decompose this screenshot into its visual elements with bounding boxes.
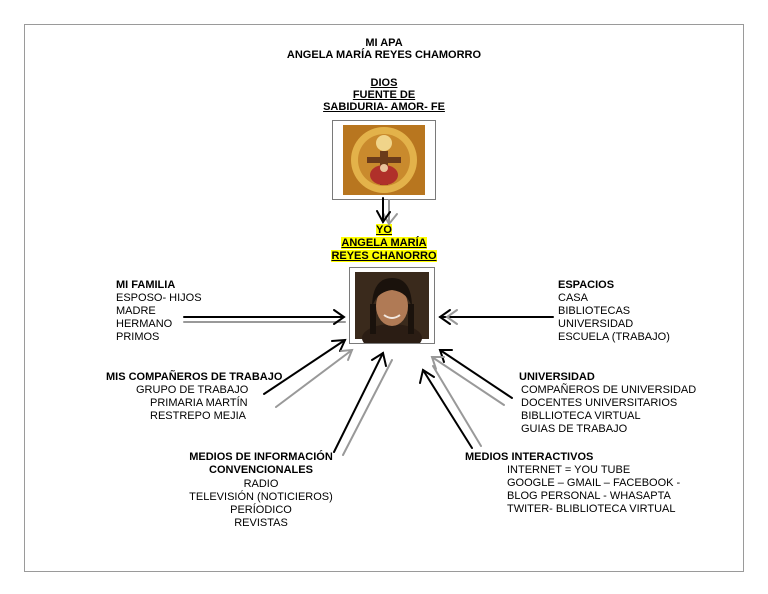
yo-name-1: ANGELA MARÍA (341, 237, 427, 249)
yo-name-2: REYES CHANORRO (331, 250, 437, 262)
dios-subtitle-1: FUENTE DE (352, 89, 416, 101)
companeros-item: PRIMARIA MARTÍN (150, 397, 248, 409)
medios-inter-item: GOOGLE – GMAIL – FACEBOOK - (507, 477, 681, 489)
medios-inter-item: TWITER- BLIBLIOTECA VIRTUAL (507, 503, 676, 515)
yo-image-frame (349, 267, 435, 352)
arrow-espacios-yo (438, 309, 554, 325)
medios-info-item: TELEVISIÓN (NOTICIEROS) (189, 491, 333, 503)
universidad-item: BIBLLIOTECA VIRTUAL (521, 410, 641, 422)
medios-info-heading-1: MEDIOS DE INFORMACIÓN (189, 451, 333, 463)
dios-label: DIOS (370, 77, 398, 89)
familia-item: HERMANO (116, 318, 173, 330)
medios-info-item: PERÍODICO (230, 504, 292, 516)
medios-info-item: REVISTAS (234, 517, 288, 529)
arrow-companeros-yo (263, 338, 354, 408)
dios-subtitle-2: SABIDURIA- AMOR- FE (323, 101, 445, 113)
familia-item: ESPOSO- HIJOS (116, 292, 202, 304)
companeros-item: GRUPO DE TRABAJO (136, 384, 249, 396)
medios-info-heading-2: CONVENCIONALES (209, 464, 313, 476)
title-line-1: MI APA (365, 37, 403, 49)
arrow-medios-info-yo (333, 351, 393, 456)
universidad-item: COMPAÑEROS DE UNIVERSIDAD (521, 384, 697, 396)
familia-item: PRIMOS (116, 331, 160, 343)
familia-heading: MI FAMILIA (116, 279, 176, 291)
familia-item: MADRE (116, 305, 156, 317)
medios-inter-item: BLOG PERSONAL - WHASAPTA (507, 490, 671, 502)
companeros-item: RESTREPO MEJIA (150, 410, 246, 422)
religious-icon (343, 125, 425, 195)
espacios-item: BIBLIOTECAS (558, 305, 631, 317)
dios-image-frame (332, 120, 436, 200)
title-line-2: ANGELA MARÍA REYES CHAMORRO (286, 49, 482, 61)
arrow-dios-yo (376, 197, 398, 226)
espacios-item: ESCUELA (TRABAJO) (558, 331, 670, 343)
espacios-item: CASA (558, 292, 588, 304)
arrow-medios-inter-yo (419, 365, 482, 449)
arrow-familia-yo (183, 309, 346, 325)
arrow-universidad-yo (430, 349, 513, 406)
espacios-item: UNIVERSIDAD (558, 318, 634, 330)
medios-inter-heading: MEDIOS INTERACTIVOS (465, 451, 594, 463)
espacios-heading: ESPACIOS (558, 279, 615, 291)
medios-inter-item: INTERNET = YOU TUBE (507, 464, 631, 476)
companeros-heading: MIS COMPAÑEROS DE TRABAJO (106, 371, 283, 383)
universidad-item: GUIAS DE TRABAJO (521, 423, 628, 435)
medios-info-item: RADIO (243, 478, 279, 490)
universidad-item: DOCENTES UNIVERSITARIOS (521, 397, 678, 409)
yo-label: YO (376, 224, 392, 236)
universidad-heading: UNIVERSIDAD (519, 371, 595, 383)
